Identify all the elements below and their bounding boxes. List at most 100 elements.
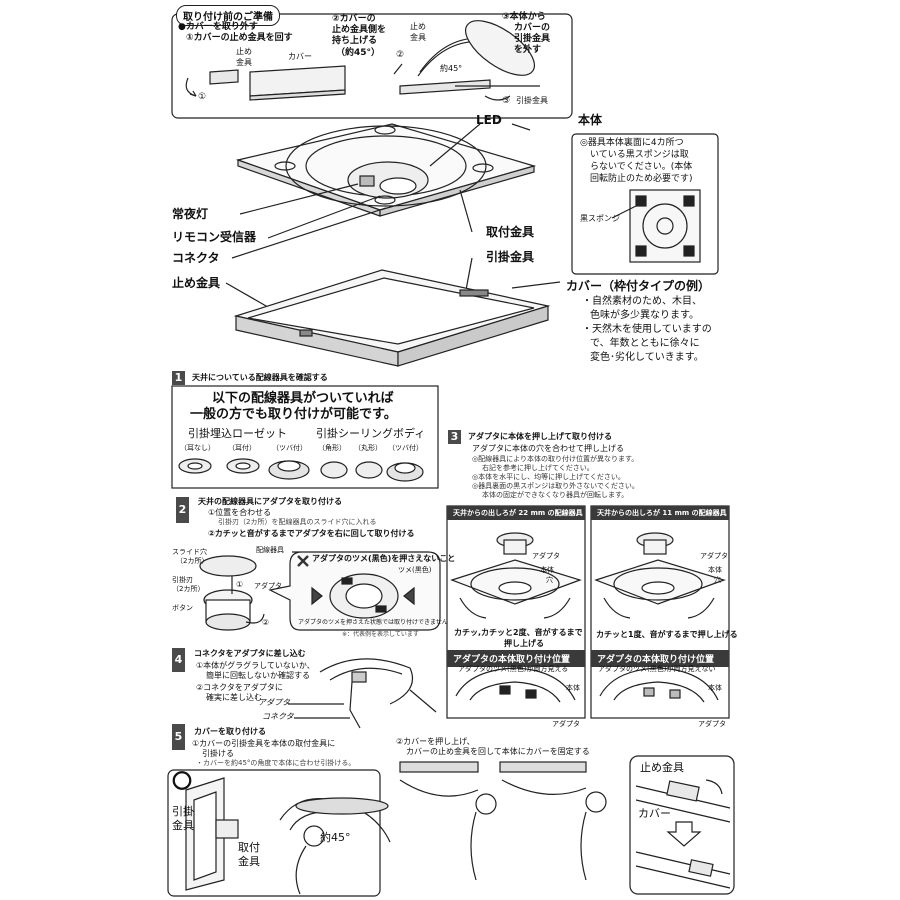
step4-s2-line1: ②コネクタをアダプタに [196, 683, 283, 692]
step3-left-header: 天井からの出しろが 22 mm の配線器具 [447, 506, 585, 520]
prep-label-cover: カバー [288, 52, 312, 61]
step1-box-line2: 一般の方でも取り付けが可能です。 [190, 407, 397, 422]
warning-title: アダプタのツメ(黒色)を押さえないこと [312, 554, 456, 563]
part-mount-bracket: 取付金具 [486, 225, 535, 239]
prep-step1: ①カバーの止め金具を回す [186, 33, 293, 43]
step3-right-pos: アダプタのツメ(黒色)が両方見えない [598, 665, 716, 673]
step3-right-adapter: アダプタ [700, 552, 728, 560]
label-hikkakeba-1: 引掛刃 [172, 576, 193, 584]
step5-hikkake-2: 金具 [172, 819, 194, 832]
label-slide-hole-1: スライド穴 [172, 548, 207, 556]
step4-title: コネクタをアダプタに差し込む [194, 649, 306, 658]
rosette-option-2: （耳付） [228, 444, 256, 452]
step4-number: 4 [172, 648, 185, 672]
step5-s2-line1: ②カバーを押し上げ、 [396, 737, 475, 746]
step5-number: 5 [172, 724, 185, 750]
step5-title: カバーを取り付ける [194, 727, 266, 736]
step5-s1-sub: ・カバーを約45°の角度で本体に合わせ引掛ける。 [196, 759, 356, 767]
step4-label-adapter: アダプタ [258, 698, 290, 707]
step3-note-1: ◎配線器具により本体の取り付け位置が異なります。 [472, 455, 639, 463]
step3-note-3: ◎器具裏面の黒スポンジは取り外さないでください。 [472, 482, 639, 490]
sponge-label: 黒スポンジ [580, 214, 620, 223]
prep-step3-line3: 引掛金具 [514, 34, 551, 44]
prep-label-hikkake: 引掛金具 [516, 96, 548, 105]
prep-angle: 約45° [440, 64, 463, 73]
sponge-note-1: ◎器具本体裏面に4カ所つ [580, 138, 684, 148]
part-led: LED [476, 113, 502, 127]
cover-note-2b: で、年数とともに徐々に [590, 338, 700, 349]
step5-toritsuke-2: 金具 [238, 855, 260, 868]
ceiling-option-1: （角形） [318, 444, 346, 452]
label-adapter: アダプタ [254, 582, 282, 590]
label-hikkakeba-2: （2カ所） [172, 585, 205, 593]
step2-s1-sub: 引掛刃（2カ所）を配線器具のスライド穴に入れる [218, 518, 377, 526]
prep-label-tome-2: 止め [410, 22, 426, 31]
prep-title: 取り付け前のご準備 [176, 5, 280, 26]
cover-note-1b: 色味が多少異なります。 [590, 310, 699, 321]
step1-ceiling-body: 引掛シーリングボディ [316, 427, 426, 440]
part-body: 本体 [578, 113, 603, 127]
ok-mark: 〇 [172, 769, 192, 793]
step1-number: 1 [172, 371, 185, 385]
sponge-note-3: らないでください。(本体 [590, 162, 693, 172]
cover-note-1a: ・自然素材のため、木目、 [582, 296, 702, 307]
label-wiring-device: 配線器具 [256, 546, 284, 554]
rosette-option-3: （ツバ付） [272, 444, 307, 452]
warning-tsume-label: ツメ(黒色) [398, 566, 432, 574]
prep-circle-1: ① [198, 92, 207, 102]
part-cover: カバー（枠付タイプの例） [566, 279, 711, 293]
step2-title: 天井の配線器具にアダプタを取り付ける [198, 497, 342, 506]
step4-s2-line2: 確実に差し込む [206, 693, 262, 702]
cover-note-2c: 変色･劣化していきます。 [590, 352, 704, 363]
step1-box-line1: 以下の配線器具がついていれば [212, 391, 394, 406]
step4-s1-line1: ①本体がグラグラしていないか、 [196, 661, 315, 670]
step3-left-pos-header: アダプタの本体取り付け位置 [447, 650, 585, 667]
step3-note-1b: 右記を参考に押し上げてください。 [482, 464, 594, 472]
step3-right-adapter-2: アダプタ [698, 720, 726, 728]
representative-note: ※：代表例を表示しています [342, 631, 419, 638]
step3-right-caption: カチッと1度、音がするまで押し上げる [596, 630, 738, 639]
step3-title: アダプタに本体を押し上げて取り付ける [468, 432, 612, 441]
step3-sub: アダプタに本体の穴を合わせて押し上げる [472, 444, 624, 453]
step5-s1-line2: 引掛ける [202, 749, 234, 758]
step3-left-caption-2: 押し上げる [504, 639, 544, 648]
prep-step3-line2: カバーの [514, 23, 551, 33]
prep-label-kanagu-2: 金具 [410, 33, 426, 42]
step2-circle-2: ② [262, 618, 270, 627]
prep-step2-line4: （約45°） [336, 48, 381, 58]
step3-left-pos: アダプタのツメ(黒色)が両方見える [458, 665, 569, 673]
prep-step2-line2: 止め金具側を [332, 25, 387, 35]
ceiling-option-3: （ツバ付） [388, 444, 423, 452]
step4-label-connector: コネクタ [262, 712, 294, 721]
part-night-light: 常夜灯 [172, 207, 209, 221]
label-button: ボタン [172, 604, 193, 612]
step3-number: 3 [448, 430, 461, 444]
sponge-note-4: 回転防止のため必要です) [590, 174, 693, 184]
step1-rosette: 引掛埋込ローゼット [188, 427, 287, 440]
cover-note-2a: ・天然木を使用していますの [582, 324, 712, 335]
warning-note: アダプタのツメを押さえた状態では取り付けできません [298, 619, 448, 626]
prep-circle-3: ③ [502, 96, 511, 106]
step5-toritsuke-1: 取付 [238, 841, 260, 854]
part-hook-bracket: 引掛金具 [486, 250, 535, 264]
part-connector: コネクタ [172, 251, 220, 265]
ceiling-option-2: （丸形） [354, 444, 382, 452]
step3-note-2: ◎本体を水平にし、均等に押し上げてください。 [472, 473, 625, 481]
prep-step2-line3: 持ち上げる [332, 36, 378, 46]
step1-title: 天井についている配線器具を確認する [192, 373, 328, 382]
step3-right-body-2: 本体 [708, 684, 722, 692]
prep-circle-2: ② [396, 50, 405, 60]
part-remote-receiver: リモコン受信器 [172, 230, 257, 244]
label-slide-hole-2: （2カ所） [176, 557, 209, 565]
step5-angle: 約45° [320, 831, 351, 844]
step3-left-adapter-2: アダプタ [552, 720, 580, 728]
prep-label-kanagu: 金具 [236, 58, 252, 67]
step2-s2: ②カチッと音がするまでアダプタを右に回して取り付ける [208, 529, 415, 538]
step3-left-body-2: 本体 [566, 684, 580, 692]
step3-note-3b: 本体の固定ができなくなり器具が回転します。 [482, 491, 629, 499]
step3-left-body: 本体 [540, 566, 554, 574]
step5-hikkake-1: 引掛 [172, 805, 194, 818]
step3-right-pos-header: アダプタの本体取り付け位置 [591, 650, 729, 667]
